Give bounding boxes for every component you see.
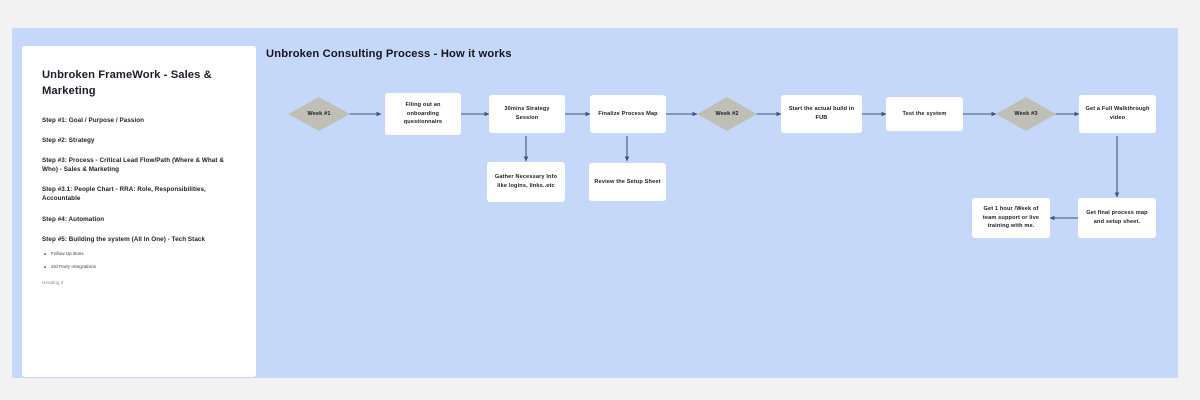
sidebar-title: Unbroken FrameWork - Sales & Marketing (42, 69, 212, 97)
flow-node-label: Week #3 (1014, 110, 1038, 117)
flow-node-strategy-session[interactable]: 30mins Strategy Session (489, 95, 565, 133)
framework-note-card[interactable]: Unbroken FrameWork - Sales & Marketing S… (22, 46, 256, 377)
flow-node-onboarding[interactable]: Filing out an onboarding questionnaire (385, 93, 461, 135)
flow-node-label: Week #1 (307, 110, 331, 117)
flow-node-final-process-map[interactable]: Get final process map and setup sheet. (1078, 198, 1156, 238)
sidebar-step-3-1: Step #3.1: People Chart - RRA: Role, Res… (42, 186, 206, 203)
sidebar-bullet-list: Follow Up Boss 3rd Party Integrations (42, 251, 238, 271)
flow-node-label: Start the actual build in FUB (788, 106, 855, 121)
diamond-shape-icon (697, 97, 757, 131)
flow-node-label: Filing out an onboarding questionnaire (403, 102, 443, 126)
flow-node-walkthrough-video[interactable]: Get a Full Walkthrough video (1079, 95, 1156, 133)
flow-node-test-the-system[interactable]: Test the system (886, 97, 963, 131)
sidebar-step-1: Step #1: Goal / Purpose / Passion (42, 116, 145, 124)
sidebar-step-3: Step #3: Process - Critical Lead Flow/Pa… (42, 157, 224, 174)
flow-node-finalize-process-map[interactable]: Finalize Process Map (590, 95, 666, 133)
flow-node-week3[interactable]: Week #3 (996, 97, 1056, 131)
flow-node-label: 30mins Strategy Session (504, 106, 550, 121)
flow-node-gather-info[interactable]: Gather Necessary Info like logins, links… (487, 162, 565, 202)
flow-node-label: Get final process map and setup sheet. (1086, 210, 1148, 225)
sidebar-step-4: Step #4: Automation (42, 215, 105, 223)
flow-node-build-in-fub[interactable]: Start the actual build in FUB (781, 95, 862, 133)
diamond-shape-icon (996, 97, 1056, 131)
flow-node-label: Review the Setup Sheet (594, 178, 661, 185)
flow-node-review-setup-sheet[interactable]: Review the Setup Sheet (589, 163, 666, 201)
diamond-shape-icon (288, 97, 350, 131)
list-item: 3rd Party Integrations (42, 264, 238, 271)
sidebar-step-5: Step #5: Building the system (All In One… (42, 235, 206, 243)
flow-node-label: Get 1 hour /Week of team support or live… (982, 206, 1040, 230)
flow-node-label: Test the system (902, 110, 947, 117)
flow-node-week1[interactable]: Week #1 (288, 97, 350, 131)
list-item: Follow Up Boss (42, 251, 238, 258)
flow-node-label: Week #2 (715, 110, 739, 117)
flow-heading: Unbroken Consulting Process - How it wor… (266, 48, 512, 60)
sidebar-step-2: Step #2: Strategy (42, 136, 95, 144)
flow-node-label: Gather Necessary Info like logins, links… (494, 174, 558, 189)
flow-node-label: Finalize Process Map (598, 110, 658, 117)
flow-node-team-support[interactable]: Get 1 hour /Week of team support or live… (972, 198, 1050, 238)
flow-node-label: Get a Full Walkthrough video (1085, 106, 1150, 121)
sidebar-footnote: Heading 3 (42, 279, 64, 285)
flow-node-week2[interactable]: Week #2 (697, 97, 757, 131)
